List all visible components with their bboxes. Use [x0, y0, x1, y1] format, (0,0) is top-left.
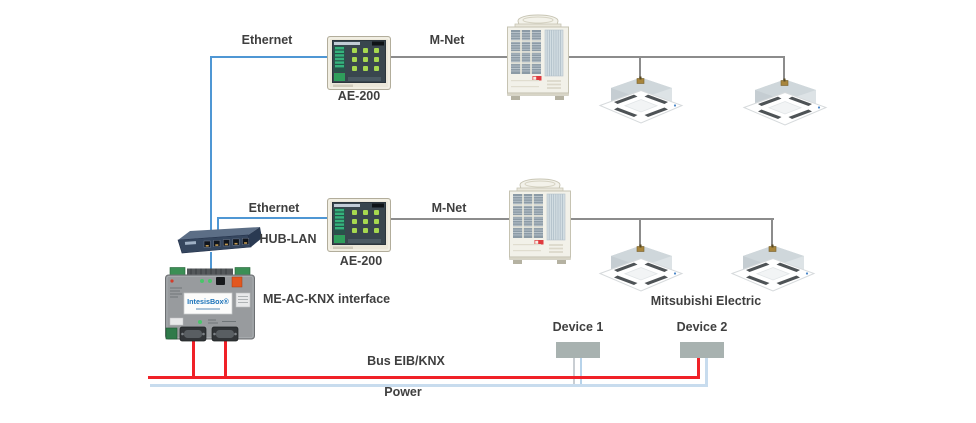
hub-gateway-line — [210, 252, 212, 270]
indoor-branch-line-row2 — [568, 218, 774, 220]
hub-lan-switch-icon — [177, 227, 262, 254]
power-label: Power — [384, 385, 422, 399]
cassette-unit-icon — [598, 244, 684, 292]
ethernet-hub-branch-line — [217, 217, 219, 233]
gateway-label: ME-AC-KNX interface — [263, 292, 391, 306]
device1-label: Device 1 — [552, 320, 604, 334]
intesisbox-label: IntesisBox® — [187, 297, 229, 306]
device1-connector-line — [573, 358, 575, 386]
ae200-controller-icon — [327, 198, 391, 252]
bus-eib-knx-label: Bus EIB/KNX — [367, 354, 445, 368]
me-ac-knx-gateway-icon: IntesisBox® — [165, 267, 255, 342]
gateway-bus-wire-2 — [224, 340, 227, 378]
ethernet-label-row2: Ethernet — [248, 201, 300, 215]
device1-power-connector-line — [580, 358, 582, 386]
device2-power-riser-line — [705, 358, 708, 387]
ae200-controller-icon — [327, 36, 391, 90]
cassette-unit-icon — [730, 244, 816, 292]
mnet-label-row2: M-Net — [431, 201, 467, 215]
ethernet-line-row1 — [210, 56, 331, 58]
device2-bus-riser-line — [697, 358, 700, 379]
cassette1-drop-row1 — [639, 56, 641, 82]
power-line — [150, 384, 708, 387]
ethernet-label-row1: Ethernet — [241, 33, 293, 47]
ae200-label-row1: AE-200 — [337, 89, 381, 103]
mnet-line-row1 — [390, 56, 508, 58]
ae200-label-row2: AE-200 — [339, 254, 383, 268]
brand-label: Mitsubishi Electric — [650, 294, 762, 308]
mnet-line-row2 — [390, 218, 512, 220]
mnet-label-row1: M-Net — [429, 33, 465, 47]
hub-lan-label: HUB-LAN — [259, 232, 317, 246]
outdoor-unit-icon — [507, 14, 569, 100]
device2-label: Device 2 — [676, 320, 728, 334]
cassette-unit-icon — [598, 76, 684, 124]
cassette-unit-icon — [742, 78, 828, 126]
gateway-bus-wire-1 — [192, 340, 195, 378]
ethernet-backbone-line — [210, 56, 212, 232]
outdoor-unit-icon — [509, 178, 571, 264]
cassette2-drop-row1 — [783, 56, 785, 82]
cassette1-drop-row2 — [639, 218, 641, 248]
knx-device1-box — [556, 342, 600, 358]
bus-eib-knx-line — [148, 376, 700, 379]
knx-device2-box — [680, 342, 724, 358]
indoor-branch-line-row1 — [568, 56, 785, 58]
ethernet-line-row2 — [217, 217, 331, 219]
cassette2-drop-row2 — [771, 218, 773, 248]
